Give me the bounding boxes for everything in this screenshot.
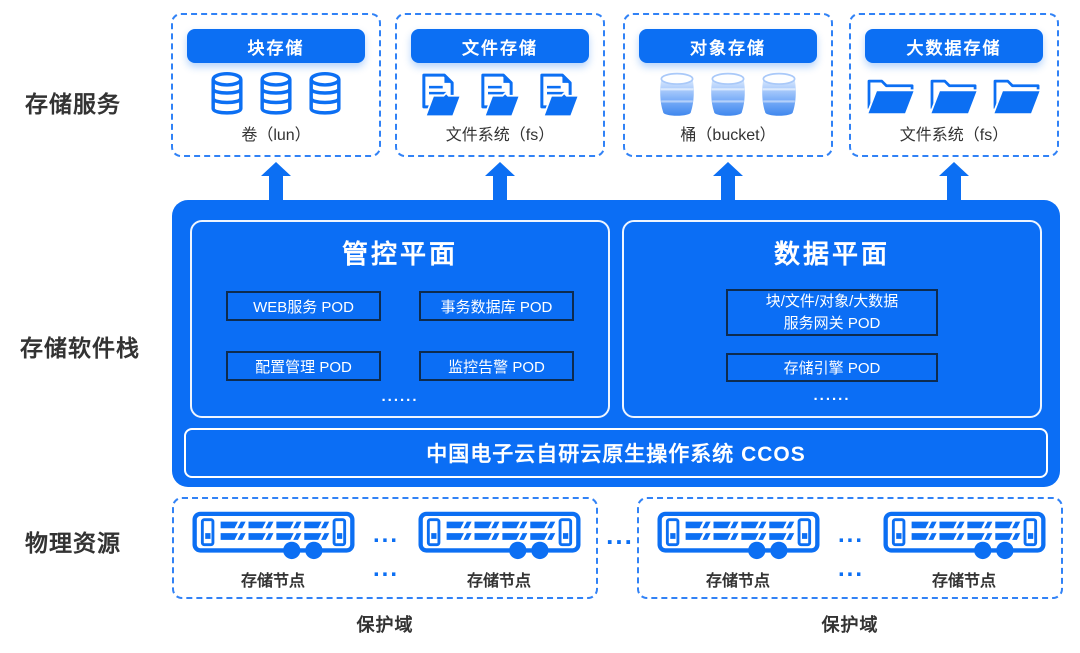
service-caption: 文件系统（fs）	[445, 127, 555, 144]
file-folder-icon	[476, 70, 524, 118]
storage-node: 存储节点	[653, 511, 823, 591]
service-box-object-storage: 对象存储 桶（bucket）	[623, 13, 833, 157]
protection-domain-label: 保护域	[356, 615, 414, 635]
open-folder-icon	[865, 72, 917, 116]
ellipsis-dots: ...	[372, 555, 399, 582]
ellipsis-dots: ...	[606, 520, 634, 550]
storage-node-label: 存储节点	[705, 573, 770, 590]
pod-monitor-alarm: 监控告警 POD	[419, 351, 574, 381]
service-caption: 桶（bucket）	[680, 127, 776, 144]
service-badge: 对象存储	[639, 29, 817, 63]
database-icon	[257, 71, 295, 117]
server-icon	[191, 511, 356, 561]
ellipsis-dots: ...	[372, 521, 399, 548]
data-plane-title: 数据平面	[773, 239, 890, 269]
ellipsis-dots: ...	[837, 555, 864, 582]
open-folder-icon	[991, 72, 1043, 116]
pod-transaction-db: 事务数据库 POD	[419, 291, 574, 321]
service-icons	[657, 63, 799, 121]
open-folder-icon	[928, 72, 980, 116]
service-caption: 文件系统（fs）	[899, 127, 1009, 144]
control-plane-title: 管控平面	[341, 239, 458, 269]
bucket-icon	[759, 71, 799, 118]
storage-node-label: 存储节点	[466, 573, 531, 590]
ccos-os-bar: 中国电子云自研云原生操作系统 CCOS	[184, 428, 1048, 478]
storage-node-label: 存储节点	[240, 573, 305, 590]
storage-node-label: 存储节点	[931, 573, 996, 590]
storage-node: 存储节点	[188, 511, 358, 591]
pod-web-service: WEB服务 POD	[226, 291, 381, 321]
file-folder-icon	[535, 70, 583, 118]
storage-node: 存储节点	[414, 511, 584, 591]
service-icons	[865, 63, 1043, 121]
service-badge: 文件存储	[411, 29, 589, 63]
up-arrow-icon	[939, 162, 969, 200]
data-plane-panel: 数据平面 块/文件/对象/大数据 服务网关 POD 存储引擎 POD .....…	[622, 220, 1042, 418]
server-icon	[882, 511, 1047, 561]
section-label-storage-services: 存储服务	[25, 91, 121, 117]
control-plane-ellipsis: ......	[381, 388, 419, 405]
service-box-block-storage: 块存储 卷（lun）	[171, 13, 381, 157]
control-plane-pods: WEB服务 POD 事务数据库 POD 配置管理 POD 监控告警 POD	[192, 291, 608, 381]
pod-service-gateway-line1: 块/文件/对象/大数据	[765, 292, 899, 310]
section-label-software-stack: 存储软件栈	[20, 335, 140, 361]
up-arrow-icon	[261, 162, 291, 200]
database-icon	[208, 71, 246, 117]
server-icon	[417, 511, 582, 561]
protection-domain-b: 存储节点 ... ... 存储节点	[637, 497, 1063, 599]
service-caption: 卷（lun）	[241, 127, 311, 144]
service-icons	[208, 63, 344, 121]
protection-domain-label: 保护域	[821, 615, 879, 635]
pod-storage-engine: 存储引擎 POD	[726, 353, 938, 382]
data-plane-ellipsis: ......	[813, 387, 851, 404]
ellipsis-dots: ...	[837, 521, 864, 548]
control-plane-panel: 管控平面 WEB服务 POD 事务数据库 POD 配置管理 POD 监控告警 P…	[190, 220, 610, 418]
pod-service-gateway: 块/文件/对象/大数据 服务网关 POD	[726, 289, 938, 336]
server-icon	[656, 511, 821, 561]
protection-domain-a: 存储节点 ... ... 存储节点	[172, 497, 598, 599]
database-icon	[306, 71, 344, 117]
bucket-icon	[657, 71, 697, 118]
service-box-bigdata-storage: 大数据存储 文件系统（fs）	[849, 13, 1059, 157]
pod-service-gateway-line2: 服务网关 POD	[783, 314, 881, 332]
software-stack-box: 管控平面 WEB服务 POD 事务数据库 POD 配置管理 POD 监控告警 P…	[172, 200, 1060, 487]
service-badge: 块存储	[187, 29, 365, 63]
service-icons	[417, 63, 583, 121]
section-label-physical-resources: 物理资源	[25, 530, 121, 556]
up-arrow-icon	[485, 162, 515, 200]
bucket-icon	[708, 71, 748, 118]
up-arrow-icon	[713, 162, 743, 200]
service-box-file-storage: 文件存储 文件系统（fs）	[395, 13, 605, 157]
file-folder-icon	[417, 70, 465, 118]
pod-config-mgmt: 配置管理 POD	[226, 351, 381, 381]
service-badge: 大数据存储	[865, 29, 1043, 63]
storage-node: 存储节点	[879, 511, 1049, 591]
